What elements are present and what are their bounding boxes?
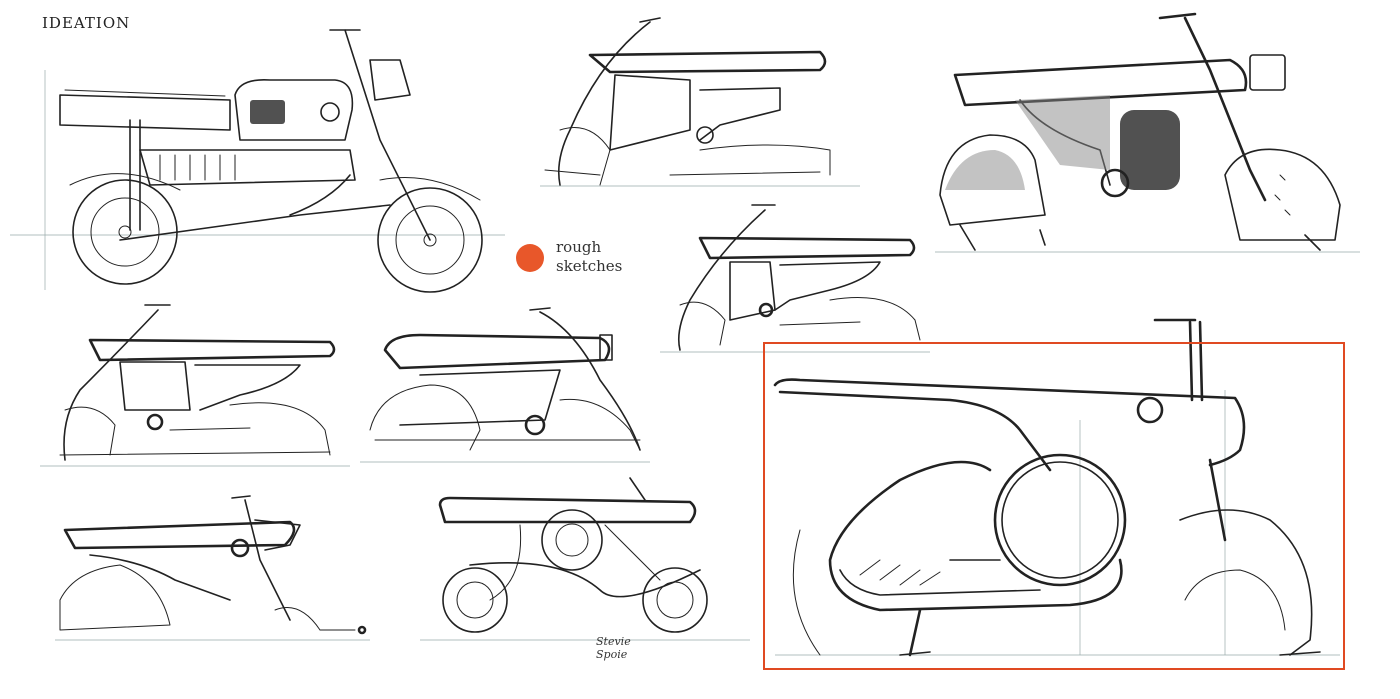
legend-label: rough sketches bbox=[556, 238, 666, 276]
selected-concept-highlight-box bbox=[763, 342, 1345, 670]
signature: Stevie Spoie bbox=[596, 635, 631, 661]
sketch-concept-b bbox=[935, 12, 1360, 253]
legend-marker bbox=[516, 244, 544, 272]
sketch-concept-g bbox=[420, 477, 750, 641]
sketch-concept-c bbox=[660, 204, 930, 353]
page-title: IDEATION bbox=[42, 14, 131, 32]
sketch-retro-moped bbox=[10, 29, 505, 293]
legend-label-line1: rough bbox=[556, 238, 602, 256]
sketch-concept-a bbox=[540, 17, 860, 187]
sketch-concept-h-selected bbox=[773, 318, 1340, 657]
signature-line2: Spoie bbox=[596, 648, 628, 661]
legend-label-line2: sketches bbox=[556, 257, 623, 275]
sketch-concept-d bbox=[40, 304, 350, 467]
sketch-concept-f bbox=[55, 495, 370, 641]
signature-line1: Stevie bbox=[596, 635, 631, 648]
sketch-concept-e bbox=[360, 307, 650, 463]
